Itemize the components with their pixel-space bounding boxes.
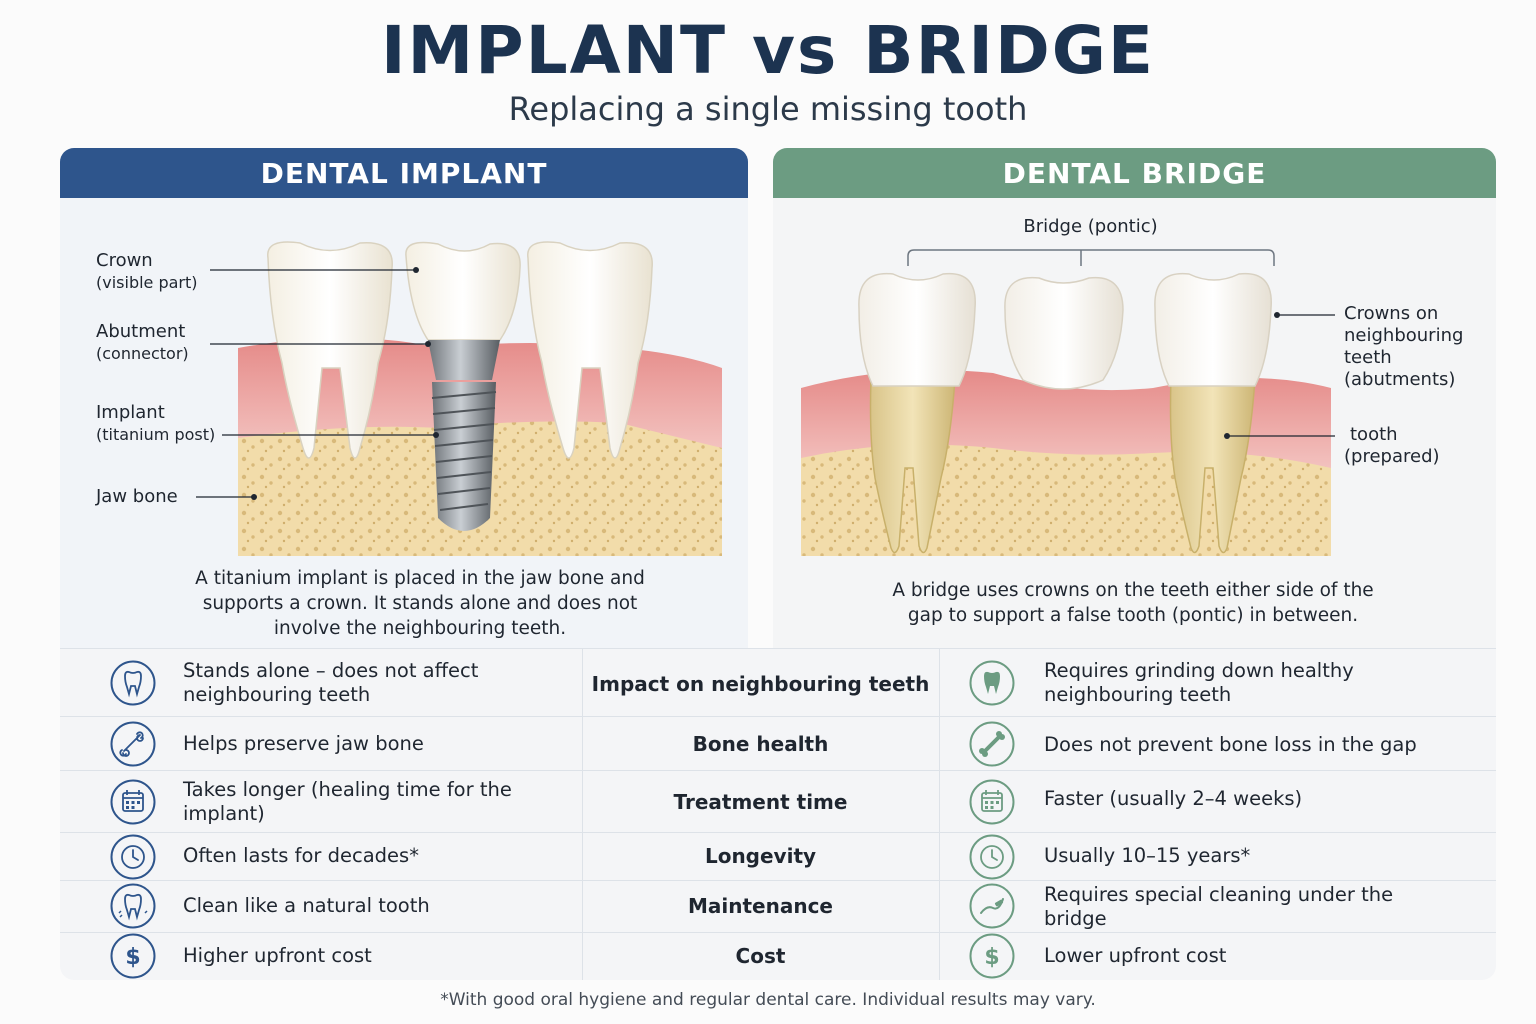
bridge-leader-lines bbox=[1227, 314, 1335, 437]
tooth-sparkle-icon bbox=[110, 883, 156, 929]
table-row: Helps preserve jaw bone Bone health Does… bbox=[60, 716, 1496, 770]
table-row: Often lasts for decades* Longevity Usual… bbox=[60, 832, 1496, 880]
natural-tooth-left bbox=[267, 241, 393, 459]
floss-icon bbox=[969, 883, 1015, 929]
jaw-bone-label: Jaw bone bbox=[96, 486, 178, 507]
implant-cell: Often lasts for decades* bbox=[183, 844, 419, 867]
implant-panel-heading: DENTAL IMPLANT bbox=[60, 148, 748, 198]
bridge-illustration bbox=[801, 249, 1335, 556]
crowns-label: Crowns on neighbouring teeth (abutments) bbox=[1344, 303, 1464, 390]
bridge-pontic-label: Bridge (pontic) bbox=[1023, 216, 1158, 237]
implant-panel: DENTAL IMPLANT bbox=[60, 148, 748, 648]
abutment-label: Abutment (connector) bbox=[96, 321, 189, 363]
bone-icon bbox=[110, 721, 156, 767]
bridge-cell: Usually 10–15 years* bbox=[1044, 844, 1251, 867]
page-title: IMPLANT vs BRIDGE bbox=[381, 12, 1155, 89]
implant-label: Implant (titanium post) bbox=[96, 402, 216, 444]
tooth-outline-icon bbox=[110, 660, 156, 706]
calendar-icon bbox=[969, 779, 1015, 825]
implant-illustration bbox=[196, 241, 722, 556]
bridge-panel: DENTAL BRIDGE bbox=[773, 148, 1496, 648]
dollar-icon: $ bbox=[110, 933, 156, 979]
prepared-tooth-left bbox=[869, 377, 956, 554]
clock-icon bbox=[969, 834, 1015, 880]
bone-icon bbox=[969, 721, 1015, 767]
category-cell: Longevity bbox=[704, 843, 817, 868]
implant-cell: Clean like a natural tooth bbox=[183, 894, 430, 917]
bridge-cell: Lower upfront cost bbox=[1044, 944, 1227, 967]
page-subtitle: Replacing a single missing tooth bbox=[508, 90, 1028, 128]
table-row: Takes longer (healing time for the impla… bbox=[60, 770, 1496, 832]
implant-crown-shape bbox=[405, 241, 521, 341]
implant-threads bbox=[431, 391, 497, 511]
prepared-tooth-right bbox=[1169, 377, 1256, 554]
prepared-tooth-label: tooth (prepared) bbox=[1344, 424, 1440, 467]
crown-label: Crown (visible part) bbox=[96, 250, 198, 292]
natural-tooth-right bbox=[527, 241, 653, 459]
category-cell: Maintenance bbox=[687, 893, 833, 918]
dollar-icon: $ bbox=[969, 933, 1015, 979]
implant-description: A titanium implant is placed in the jaw … bbox=[195, 568, 645, 639]
bridge-cell: Faster (usually 2–4 weeks) bbox=[1044, 787, 1303, 810]
svg-text:$: $ bbox=[125, 945, 140, 970]
category-cell: Cost bbox=[735, 943, 786, 968]
bridge-bracket bbox=[907, 249, 1275, 266]
clock-icon bbox=[110, 834, 156, 880]
category-cell: Bone health bbox=[692, 731, 829, 756]
footnote: *With good oral hygiene and regular dent… bbox=[440, 990, 1096, 1010]
bridge-crown-right bbox=[1154, 272, 1272, 387]
svg-text:$: $ bbox=[984, 945, 999, 970]
abutment-shape bbox=[428, 340, 500, 380]
bridge-panel-heading: DENTAL BRIDGE bbox=[773, 148, 1496, 198]
table-row: Stands alone – does not affect neighbour… bbox=[60, 648, 1496, 716]
implant-cell: Stands alone – does not affect neighbour… bbox=[183, 659, 479, 706]
implant-leader-lines bbox=[196, 269, 436, 498]
bridge-cell: Does not prevent bone loss in the gap bbox=[1044, 733, 1417, 756]
bridge-description: A bridge uses crowns on the teeth either… bbox=[892, 580, 1374, 626]
bridge-crown-left bbox=[858, 272, 976, 387]
comparison-table: Stands alone – does not affect neighbour… bbox=[60, 648, 1496, 980]
bridge-cell: Requires grinding down healthy neighbour… bbox=[1044, 659, 1354, 706]
table-row: Clean like a natural tooth Maintenance R… bbox=[60, 880, 1496, 932]
implant-cell: Takes longer (healing time for the impla… bbox=[183, 778, 512, 825]
implant-cell: Helps preserve jaw bone bbox=[183, 732, 424, 755]
bridge-cell: Requires special cleaning under the brid… bbox=[1044, 883, 1394, 930]
pontic-shape bbox=[1004, 276, 1124, 390]
tooth-filled-icon bbox=[969, 660, 1015, 706]
category-cell: Impact on neighbouring teeth bbox=[591, 671, 930, 696]
category-cell: Treatment time bbox=[673, 789, 848, 814]
calendar-icon bbox=[110, 779, 156, 825]
implant-cell: Higher upfront cost bbox=[183, 944, 372, 967]
table-row: $ Higher upfront cost Cost $ Lower upfro… bbox=[60, 932, 1496, 980]
